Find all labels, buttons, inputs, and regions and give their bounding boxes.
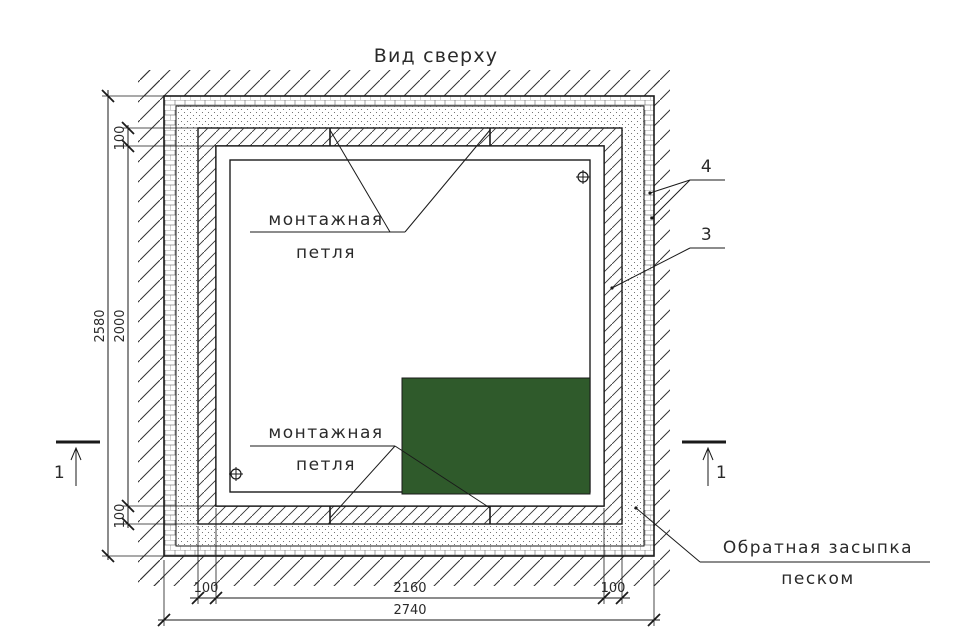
callout-4-leader [648, 179, 725, 220]
section-right-label: 1 [716, 463, 728, 483]
dim-wall-left: 100 [194, 581, 219, 596]
montage-bottom-line2: петля [296, 455, 356, 475]
callout-4-label: 4 [701, 157, 713, 177]
montage-top-line2: петля [296, 243, 356, 263]
green-block [401, 377, 591, 495]
backfill-line2: песком [781, 569, 854, 589]
dim-overall-height: 2580 [93, 309, 108, 342]
dim-inner-height: 2000 [113, 309, 128, 342]
vertical-dimensions [101, 89, 218, 563]
backfill-line1: Обратная засыпка [723, 538, 913, 558]
leader-montage-top [250, 129, 491, 233]
dim-overall-width: 2740 [393, 603, 426, 618]
leader-montage-bottom [250, 445, 491, 519]
callout-3-label: 3 [701, 225, 713, 245]
backfill-leader [634, 506, 930, 563]
dim-wall-top: 100 [113, 126, 128, 151]
earth-hatch [138, 70, 670, 586]
dim-inner-width: 2160 [393, 581, 426, 596]
section-mark-right [682, 440, 726, 486]
hatch-symbol-bottom-left [229, 467, 243, 481]
callout-3-leader [610, 247, 725, 290]
horizontal-dimensions [157, 508, 661, 627]
view-title: Вид сверху [374, 45, 498, 67]
dim-wall-bottom: 100 [113, 504, 128, 529]
montage-top-line1: монтажная [268, 210, 383, 230]
section-left-label: 1 [54, 463, 66, 483]
section-mark-left [56, 440, 100, 486]
hatch-symbol-top-right [576, 170, 590, 184]
dim-wall-right: 100 [601, 581, 626, 596]
montage-bottom-line1: монтажная [268, 423, 383, 443]
